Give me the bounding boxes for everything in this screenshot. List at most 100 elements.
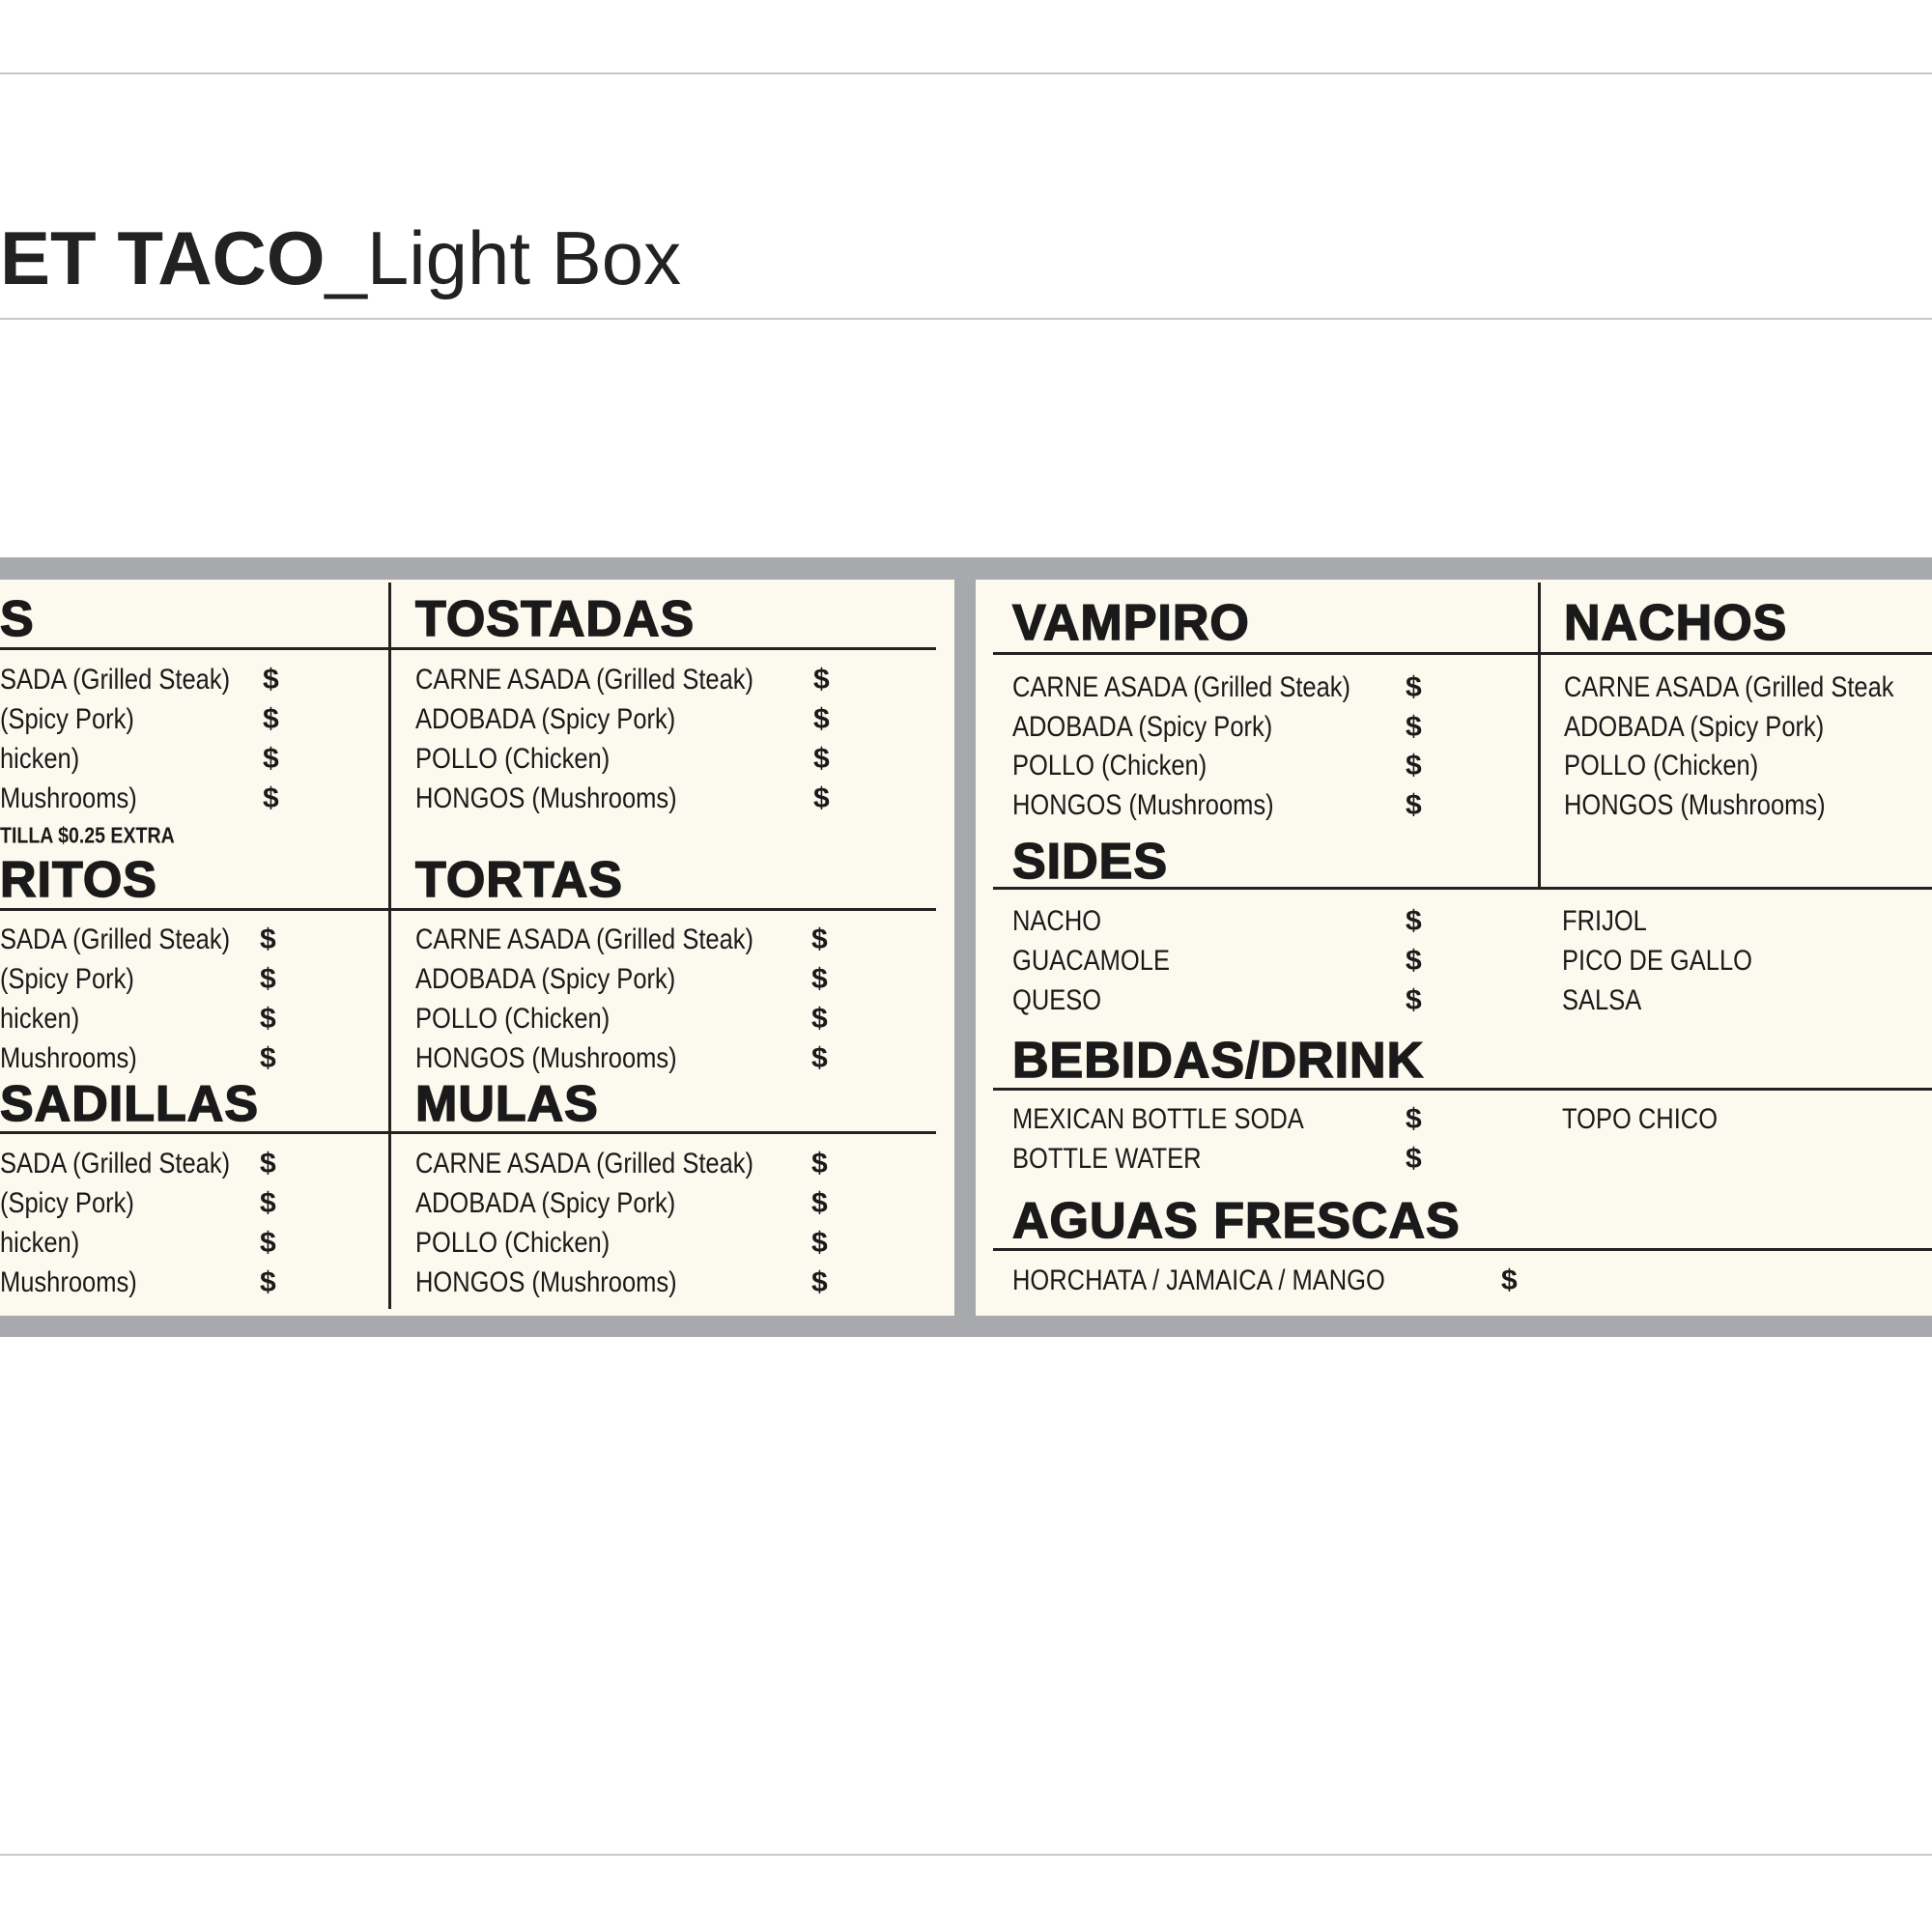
menu-item-name: POLLO (Chicken)	[415, 743, 611, 775]
menu-item-name: QUESO	[1012, 984, 1102, 1016]
menu-item-price: $	[260, 923, 276, 955]
menu-item-name: ADOBADA (Spicy Pork)	[1564, 711, 1825, 743]
column-divider	[1538, 582, 1541, 887]
section-header: S	[0, 591, 35, 647]
menu-item-price: $	[1406, 905, 1422, 937]
menu-item-price: $	[1406, 1143, 1422, 1175]
menu-item-price: $	[811, 1148, 828, 1179]
menu-item-name: CARNE ASADA (Grilled Steak)	[415, 664, 754, 696]
menu-item-name: SADA (Grilled Steak)	[0, 664, 231, 696]
section-rule	[993, 887, 1932, 890]
section-header: TOSTADAS	[414, 591, 696, 647]
section-rule	[0, 908, 936, 911]
menu-item-name: POLLO (Chicken)	[415, 1227, 611, 1259]
menu-item-price: $	[1406, 945, 1422, 977]
menu-item-price: $	[260, 963, 276, 995]
menu-item-name: Mushrooms)	[0, 782, 137, 814]
menu-item-name: (Spicy Pork)	[0, 963, 134, 995]
section-rule	[993, 1248, 1932, 1251]
top-rule	[0, 72, 1932, 74]
section-note: TILLA $0.25 EXTRA	[0, 822, 175, 848]
menu-item-name: (Spicy Pork)	[0, 1187, 134, 1219]
page-title: ET TACO_Light Box	[0, 220, 681, 296]
menu-item-price: $	[1406, 1103, 1422, 1135]
section-header: BEBIDAS/DRINK	[1011, 1033, 1425, 1089]
menu-panel-left: S SADA (Grilled Steak) $ (Spicy Pork) $ hicke…	[0, 580, 954, 1316]
light-box-frame: S SADA (Grilled Steak) $ (Spicy Pork) $ hicke…	[0, 557, 1932, 1337]
menu-item-name: ADOBADA (Spicy Pork)	[415, 1187, 676, 1219]
menu-item-name: ADOBADA (Spicy Pork)	[1012, 711, 1273, 743]
section-rule	[0, 647, 936, 650]
menu-item-name: ADOBADA (Spicy Pork)	[415, 963, 676, 995]
menu-item-name: GUACAMOLE	[1012, 945, 1170, 977]
menu-item-price: $	[811, 1187, 828, 1219]
menu-item-price: $	[811, 1227, 828, 1259]
menu-item-price: $	[260, 1187, 276, 1219]
menu-panel-right: VAMPIRO CARNE ASADA (Grilled Steak) $ ADOBA…	[976, 580, 1932, 1316]
menu-item-name: (Spicy Pork)	[0, 703, 134, 735]
section-header: TORTAS	[414, 852, 623, 908]
menu-item-name: HONGOS (Mushrooms)	[1012, 789, 1274, 821]
menu-item-price: $	[811, 1003, 828, 1035]
menu-item-name: Mushrooms)	[0, 1266, 137, 1298]
menu-item-name: ADOBADA (Spicy Pork)	[415, 703, 676, 735]
menu-item-price: $	[813, 664, 830, 696]
menu-item-price: $	[1501, 1264, 1518, 1296]
menu-item-price: $	[811, 1266, 828, 1298]
menu-item-price: $	[260, 1003, 276, 1035]
menu-item-name: HONGOS (Mushrooms)	[1564, 789, 1826, 821]
menu-item-price: $	[260, 1148, 276, 1179]
menu-item-price: $	[811, 963, 828, 995]
menu-item-name: MEXICAN BOTTLE SODA	[1012, 1103, 1304, 1135]
section-header: NACHOS	[1563, 595, 1788, 651]
menu-item-price: $	[813, 782, 830, 814]
menu-item-name: TOPO CHICO	[1562, 1103, 1719, 1135]
section-header: SIDES	[1011, 834, 1169, 890]
menu-item-name: CARNE ASADA (Grilled Steak)	[1012, 671, 1351, 703]
section-header: RITOS	[0, 852, 157, 908]
menu-item-price: $	[263, 703, 279, 735]
menu-item-price: $	[1406, 789, 1422, 821]
menu-item-name: HORCHATA / JAMAICA / MANGO	[1012, 1264, 1385, 1296]
menu-item-name: NACHO	[1012, 905, 1102, 937]
menu-item-price: $	[260, 1042, 276, 1074]
menu-item-name: POLLO (Chicken)	[1564, 750, 1759, 781]
menu-item-name: HONGOS (Mushrooms)	[415, 1042, 677, 1074]
bottom-rule	[0, 1854, 1932, 1856]
menu-item-price: $	[813, 703, 830, 735]
title-light: _Light Box	[325, 215, 682, 300]
section-rule	[993, 652, 1932, 655]
menu-item-name: POLLO (Chicken)	[1012, 750, 1208, 781]
menu-item-name: BOTTLE WATER	[1012, 1143, 1202, 1175]
menu-item-price: $	[263, 664, 279, 696]
menu-item-name: hicken)	[0, 1227, 80, 1259]
menu-item-name: SADA (Grilled Steak)	[0, 923, 231, 955]
section-header: AGUAS FRESCAS	[1011, 1193, 1461, 1249]
menu-item-name: CARNE ASADA (Grilled Steak)	[415, 1148, 754, 1179]
menu-item-price: $	[1406, 984, 1422, 1016]
menu-item-price: $	[1406, 750, 1422, 781]
menu-item-name: SADA (Grilled Steak)	[0, 1148, 231, 1179]
menu-item-name: POLLO (Chicken)	[415, 1003, 611, 1035]
title-bold: ET TACO	[0, 215, 326, 300]
column-divider	[388, 582, 391, 1309]
menu-item-price: $	[260, 1227, 276, 1259]
section-rule	[0, 1131, 936, 1134]
title-rule	[0, 318, 1932, 320]
menu-item-price: $	[1406, 671, 1422, 703]
menu-item-name: Mushrooms)	[0, 1042, 137, 1074]
section-header: SADILLAS	[0, 1076, 259, 1132]
menu-item-name: HONGOS (Mushrooms)	[415, 1266, 677, 1298]
menu-item-price: $	[260, 1266, 276, 1298]
menu-item-name: CARNE ASADA (Grilled Steak	[1564, 671, 1894, 703]
menu-item-price: $	[811, 1042, 828, 1074]
section-header: VAMPIRO	[1011, 595, 1250, 651]
menu-item-name: hicken)	[0, 1003, 80, 1035]
menu-item-price: $	[811, 923, 828, 955]
menu-item-name: hicken)	[0, 743, 80, 775]
menu-item-price: $	[813, 743, 830, 775]
menu-item-price: $	[263, 743, 279, 775]
menu-item-name: PICO DE GALLO	[1562, 945, 1752, 977]
menu-item-price: $	[1406, 711, 1422, 743]
menu-item-price: $	[263, 782, 279, 814]
